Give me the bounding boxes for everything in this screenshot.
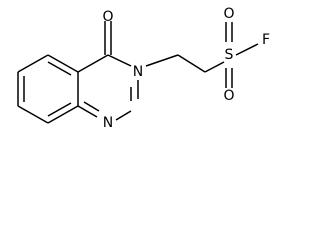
benzene-ring [17,54,79,124]
bond [47,105,79,124]
atom-label-sulfur: S [225,47,234,63]
atom-label-nitrogen-1: N [103,115,113,131]
atom-label-fluorine: F [262,32,270,48]
pyrimidinone-ring [77,54,139,121]
atom-label-nitrogen-3: N [133,64,143,80]
bond [177,54,206,73]
double-bond-inner [47,61,72,76]
bond [115,110,132,121]
atom-label-sulfonyl-oxygen-top: O [223,6,234,22]
bond [47,54,79,73]
double-bond-inner [47,102,72,117]
bond [107,54,132,67]
bond [17,54,49,73]
double-bond [83,101,100,112]
bond [204,61,225,73]
bond [145,54,179,67]
carbonyl-group [104,21,112,55]
atom-label-sulfonyl-oxygen-bottom: O [223,88,234,104]
bond [17,105,49,124]
bond [77,54,109,73]
sulfonyl-fluoride-group [225,22,259,88]
chemical-structure-diagram: O N N S O O F [17,6,270,131]
double-bond [77,105,98,118]
bond [235,43,259,56]
atom-label-carbonyl-oxygen: O [102,9,113,25]
ethyl-chain [145,54,225,73]
